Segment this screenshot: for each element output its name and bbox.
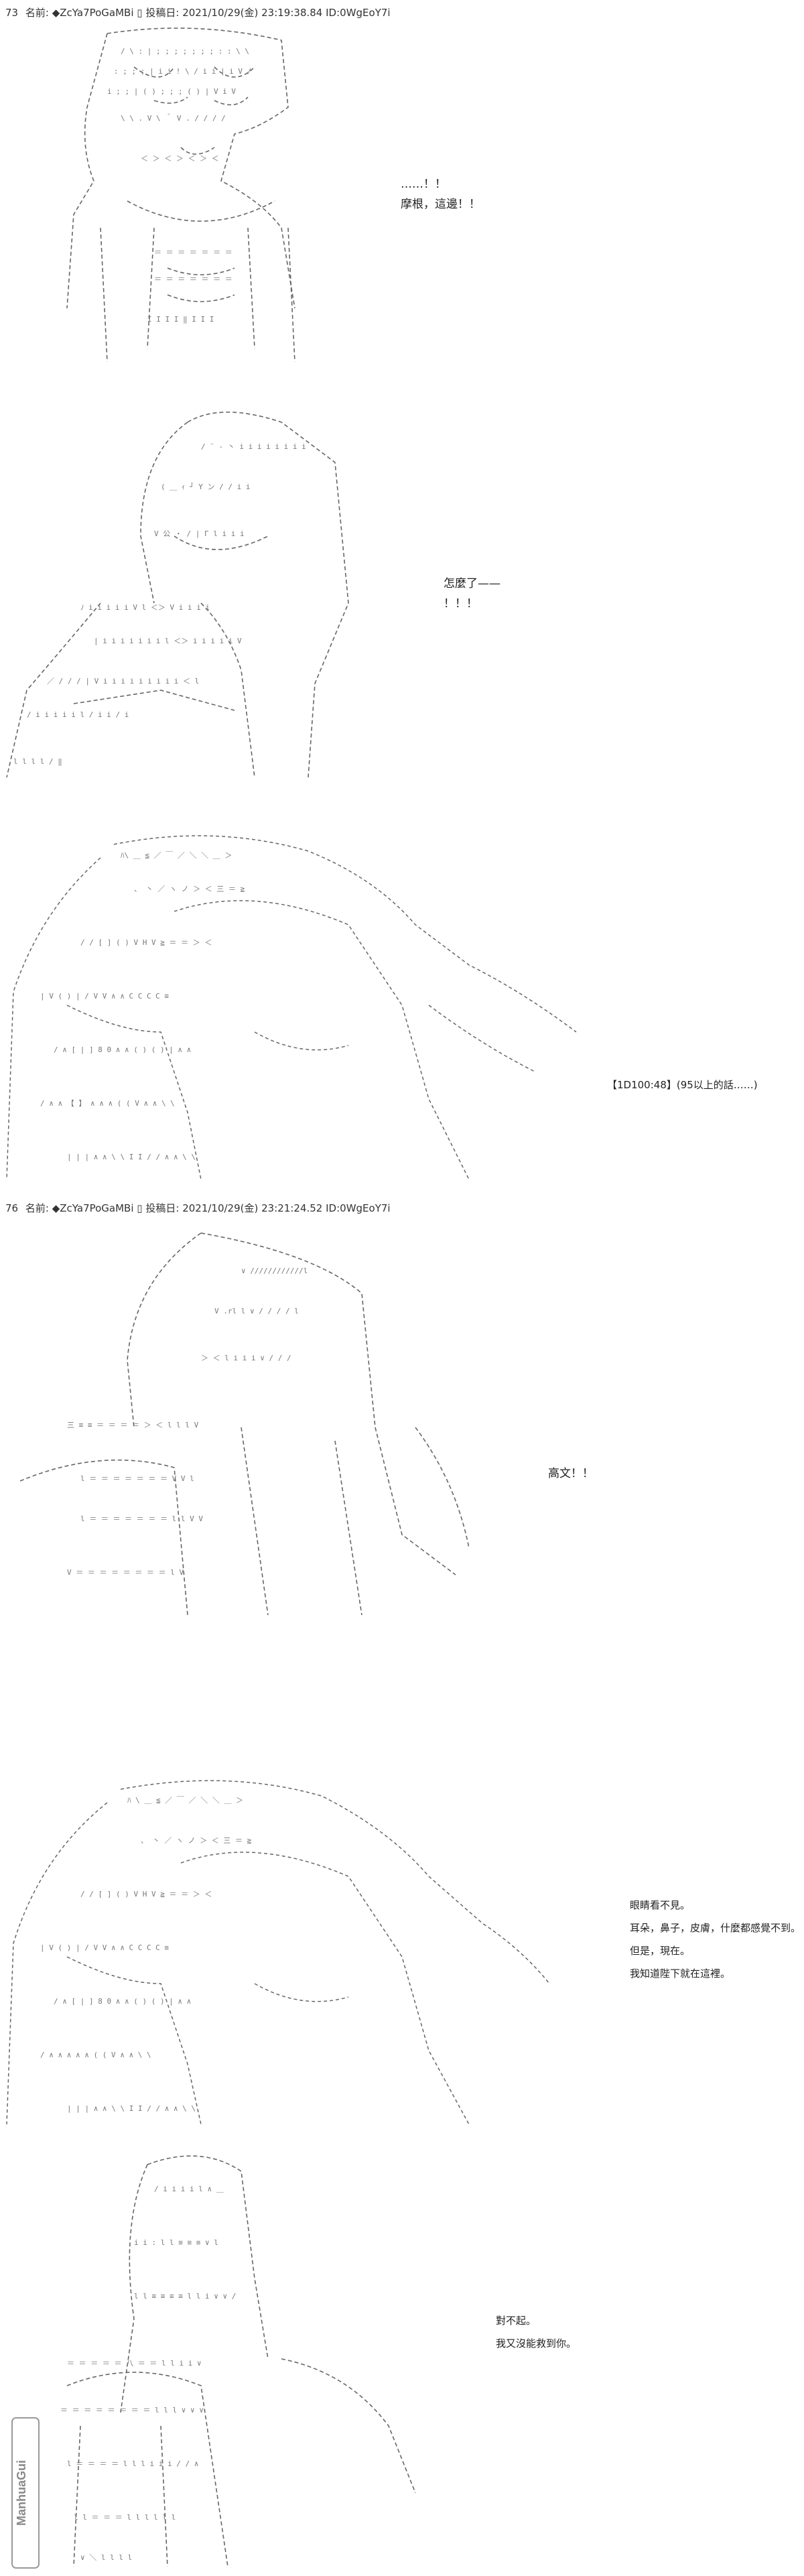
svg-text:∨ ＼ l l l l: ∨ ＼ l l l l bbox=[80, 2553, 132, 2562]
post-header-76: 76 名前: ◆ZcYa7PoGaMBi ▯ 投稿日: 2021/10/29(金… bbox=[5, 1201, 391, 1215]
svg-text:( ＿ ｨ ┘ Y ン / / i i: ( ＿ ｨ ┘ Y ン / / i i bbox=[161, 482, 250, 491]
svg-text:l ＝ ＝ ＝ ＝ l l l i i i / / ∧: l ＝ ＝ ＝ ＝ l l l i i i / / ∧ bbox=[67, 2459, 198, 2468]
svg-text:/ i i i i l ∧ ＿: / i i i i l ∧ ＿ bbox=[154, 2185, 224, 2193]
svg-text:| i i i i i i i l ＜＞ i i i i i: | i i i i i i i l ＜＞ i i i i i V bbox=[94, 637, 242, 645]
dialog-line: 我又沒能救到你。 bbox=[496, 2337, 577, 2349]
ascii-art-panel-1: / \ : | ; ; ; ; ; ; ; : : \ \ : ; ; ; | … bbox=[60, 27, 342, 375]
svg-text:V 公 ・ / | Γ l i i i: V 公 ・ / | Γ l i i i bbox=[154, 529, 245, 538]
dialog-panel-3: 【1D100:48】(95以上的話……) bbox=[607, 1075, 758, 1095]
date-label: 投稿日: bbox=[145, 7, 180, 19]
ascii-art-figure-3: ﾊ\ ＿ ≦ ／ ￣ ／ ＼ ＼ ＿ ＞ 、 丶 ／ ヽ ノ ＞ ＜ 三 ＝ ≧… bbox=[6, 835, 577, 1180]
dialog-line: 【1D100:48】(95以上的話……) bbox=[607, 1079, 758, 1091]
dialog-line: 耳朵，鼻子，皮膚，什麼都感覺不到。 bbox=[630, 1922, 801, 1934]
trip-code: ◆ZcYa7PoGaMBi bbox=[52, 1202, 134, 1214]
svg-text:l l ≡ ≡ ≡ ≡ l l i ∨ ∨ /: l l ≡ ≡ ≡ ≡ l l i ∨ ∨ / bbox=[134, 2292, 236, 2301]
svg-text:/ ∧ [ | ] 8 0 ∧ ∧ ( ) ( ) | ∧: / ∧ [ | ] 8 0 ∧ ∧ ( ) ( ) | ∧ ∧ bbox=[54, 1045, 191, 1054]
dialog-line: 高文！！ bbox=[548, 1467, 594, 1480]
svg-text:ﾉ i i i i i V l ＜＞ V i i i i: ﾉ i i i i i V l ＜＞ V i i i i bbox=[80, 603, 210, 612]
svg-text:\ \ . V \ ＾ V . / / / /: \ \ . V \ ＾ V . / / / / bbox=[121, 113, 226, 123]
svg-text:| V ( ) | / V V ∧ ∧ C C C C ≡: | V ( ) | / V V ∧ ∧ C C C C ≡ bbox=[40, 992, 169, 1001]
svg-text:ManhuaGui: ManhuaGui bbox=[15, 2460, 28, 2526]
svg-text:I I I I ‖ I I I: I I I I ‖ I I I bbox=[147, 315, 214, 324]
post-number: 76 bbox=[5, 1202, 19, 1214]
svg-text:＝ ＝ ＝ ＝ ＝ ＝ ＝: ＝ ＝ ＝ ＝ ＝ ＝ ＝ bbox=[154, 275, 232, 283]
svg-text:l l ＝ ＝ ＝ l l l l l l: l l ＝ ＝ ＝ l l l l l l bbox=[74, 2513, 176, 2522]
ascii-art-figure-4: ∨ ////////////l V .rl l ∨ / / / / l ＞ ＜ … bbox=[19, 1232, 470, 1616]
ascii-art-panel-5: ﾊ \ ＿ ≦ ／ ￣ ／ ＼ ＼ ＿ ＞ 、 丶 ／ ヽ ノ ＞ ＜ 三 ＝ … bbox=[0, 1776, 563, 2131]
svg-text:V ＝ ＝ ＝ ＝ ＝ ＝ ＝ ＝ l V: V ＝ ＝ ＝ ＝ ＝ ＝ ＝ ＝ l V bbox=[67, 1568, 184, 1577]
ascii-art-panel-2: / ¨ ‐ 丶 i i i i i i i i ( ＿ ｨ ┘ Y ン / / … bbox=[0, 402, 375, 784]
dialog-line: 但是，現在。 bbox=[630, 1945, 691, 1957]
svg-text:| | | ∧ ∧ \ \ I I / / ∧ ∧ \ \: | | | ∧ ∧ \ \ I I / / ∧ ∧ \ \ bbox=[67, 2104, 196, 2113]
svg-text:/ i i i i i l / i i / i: / i i i i i l / i i / i bbox=[27, 710, 129, 719]
svg-text:＜ ＞ ＜ ＞ ＜ ＞ ＜: ＜ ＞ ＜ ＞ ＜ ＞ ＜ bbox=[141, 154, 219, 163]
svg-text:l ＝ ＝ ＝ ＝ ＝ ＝ ＝ l l V V: l ＝ ＝ ＝ ＝ ＝ ＝ ＝ l l V V bbox=[80, 1515, 203, 1523]
svg-text:、 丶 ／ ヽ ノ ＞ ＜ 三 ＝ ≧: 、 丶 ／ ヽ ノ ＞ ＜ 三 ＝ ≧ bbox=[134, 885, 245, 893]
svg-text:/ ∧ ∧ ∧ ∧ ∧ ( ( V ∧ ∧ \ \: / ∧ ∧ ∧ ∧ ∧ ( ( V ∧ ∧ \ \ bbox=[40, 2051, 151, 2059]
svg-text:V .rl l ∨ / / / / l: V .rl l ∨ / / / / l bbox=[214, 1307, 299, 1315]
post-date: 2021/10/29(金) 23:21:24.52 bbox=[182, 1202, 323, 1214]
svg-text:/ / [ ] ( ) V H V ≧ ＝ ＝ ＞ ＜: / / [ ] ( ) V H V ≧ ＝ ＝ ＞ ＜ bbox=[80, 1890, 212, 1898]
svg-text:l l l l / ‖: l l l l / ‖ bbox=[13, 757, 62, 766]
svg-text:三 ≡ ≡ ＝ ＝ ＝ ＝ ＞ ＜ l l l V: 三 ≡ ≡ ＝ ＝ ＝ ＝ ＞ ＜ l l l V bbox=[67, 1421, 199, 1429]
svg-text:| V ( ) | / V V ∧ ∧ C C C C ≡: | V ( ) | / V V ∧ ∧ C C C C ≡ bbox=[40, 1943, 169, 1952]
trip-code: ◆ZcYa7PoGaMBi bbox=[52, 7, 134, 19]
svg-text:／ / / / | V i i i i i i i i i: ／ / / / | V i i i i i i i i i ＜ l bbox=[47, 677, 199, 686]
checkbox-icon: ▯ bbox=[137, 7, 143, 19]
dialog-line: 眼睛看不見。 bbox=[630, 1899, 691, 1911]
dialog-line: ！！！ bbox=[444, 597, 478, 610]
svg-text:、 丶 ／ ヽ ノ ＞ ＜ 三 ＝ ≧: 、 丶 ／ ヽ ノ ＞ ＜ 三 ＝ ≧ bbox=[141, 1836, 252, 1845]
dialog-line: 我知道陛下就在這裡。 bbox=[630, 1968, 731, 1980]
post-date: 2021/10/29(金) 23:19:38.84 bbox=[182, 7, 323, 19]
svg-text:＞ ＜ l i i i ∨ / / /: ＞ ＜ l i i i ∨ / / / bbox=[201, 1354, 291, 1362]
dialog-line: 摩根，這邊！！ bbox=[401, 198, 480, 211]
svg-text:＝ ＝ ＝ ＝ ＝ ＝ ＝: ＝ ＝ ＝ ＝ ＝ ＝ ＝ bbox=[154, 248, 232, 257]
ascii-art-figure-6: / i i i i l ∧ ＿ i i : l l ≡ ≡ ≡ ∨ l l l … bbox=[60, 2155, 416, 2567]
svg-text:/ ∧ [ | ] 8 0 ∧ ∧ ( ) ( ) | ∧: / ∧ [ | ] 8 0 ∧ ∧ ( ) ( ) | ∧ ∧ bbox=[54, 1997, 191, 2006]
svg-text:＝ ＝ ＝ ＝ ＝ ＝ ＝ ＝ l l l ∨ ∨ ∨: ＝ ＝ ＝ ＝ ＝ ＝ ＝ ＝ l l l ∨ ∨ ∨ bbox=[60, 2406, 204, 2414]
svg-text:i i : l l ≡ ≡ ≡ ∨ l: i i : l l ≡ ≡ ≡ ∨ l bbox=[134, 2238, 218, 2247]
dialog-panel-4: 高文！！ bbox=[548, 1464, 594, 1484]
ascii-art-panel-3: ﾊ\ ＿ ≦ ／ ￣ ／ ＼ ＼ ＿ ＞ 、 丶 ／ ヽ ノ ＞ ＜ 三 ＝ ≧… bbox=[0, 831, 590, 1193]
svg-text:∨ ////////////l: ∨ ////////////l bbox=[241, 1267, 308, 1275]
ascii-art-figure-1: / \ : | ; ; ; ; ; ; ; : : \ \ : ; ; ; | … bbox=[66, 27, 295, 363]
ascii-art-panel-4: ∨ ////////////l V .rl l ∨ / / / / l ＞ ＜ … bbox=[0, 1226, 482, 1622]
svg-text:/ ∧ ∧ 【 】 ∧ ∧ ∧ ( ( V ∧ ∧ \ \: / ∧ ∧ 【 】 ∧ ∧ ∧ ( ( V ∧ ∧ \ \ bbox=[40, 1099, 175, 1108]
watermark-logo: ManhuaGui bbox=[7, 2412, 44, 2573]
ascii-art-panel-6: / i i i i l ∧ ＿ i i : l l ≡ ≡ ≡ ∨ l l l … bbox=[0, 2144, 482, 2573]
dialog-panel-1: ……！！ 摩根，這邊！！ bbox=[401, 174, 480, 214]
post-number: 73 bbox=[5, 7, 19, 19]
watermark-logo-icon: ManhuaGui bbox=[11, 2417, 40, 2569]
ascii-art-figure-5: ﾊ \ ＿ ≦ ／ ￣ ／ ＼ ＼ ＿ ＞ 、 丶 ／ ヽ ノ ＞ ＜ 三 ＝ … bbox=[6, 1780, 550, 2125]
svg-text:ﾊ \ ＿ ≦ ／ ￣ ／ ＼ ＼ ＿ ＞: ﾊ \ ＿ ≦ ／ ￣ ／ ＼ ＼ ＿ ＞ bbox=[127, 1795, 243, 1805]
svg-text:/ / [ ] ( ) V H V ≧ ＝ ＝ ＞ ＜: / / [ ] ( ) V H V ≧ ＝ ＝ ＞ ＜ bbox=[80, 938, 212, 947]
post-id: ID:0WgEoY7i bbox=[326, 7, 391, 19]
dialog-panel-2: 怎麼了—— ！！！ bbox=[444, 574, 500, 614]
post-header-73: 73 名前: ◆ZcYa7PoGaMBi ▯ 投稿日: 2021/10/29(金… bbox=[5, 5, 391, 19]
dialog-panel-5: 眼睛看不見。 耳朵，鼻子，皮膚，什麼都感覺不到。 但是，現在。 我知道陛下就在這… bbox=[630, 1894, 801, 1985]
svg-text:| | | ∧ ∧ \ \ I I / / ∧ ∧ \ \: | | | ∧ ∧ \ \ I I / / ∧ ∧ \ \ bbox=[67, 1153, 196, 1161]
ascii-art-figure-2: / ¨ ‐ 丶 i i i i i i i i ( ＿ ｨ ┘ Y ン / / … bbox=[6, 411, 349, 778]
svg-text:l ＝ ＝ ＝ ＝ ＝ ＝ ＝ V V l: l ＝ ＝ ＝ ＝ ＝ ＝ ＝ V V l bbox=[80, 1474, 194, 1483]
post-id: ID:0WgEoY7i bbox=[326, 1202, 391, 1214]
dialog-line: ……！！ bbox=[401, 178, 446, 191]
svg-text:/ \ : | ; ; ; ; ; ; ; : : \ \: / \ : | ; ; ; ; ; ; ; : : \ \ bbox=[121, 47, 249, 56]
svg-text:ﾊ\ ＿ ≦ ／ ￣ ／ ＼ ＼ ＿ ＞: ﾊ\ ＿ ≦ ／ ￣ ／ ＼ ＼ ＿ ＞ bbox=[121, 850, 232, 860]
name-label: 名前: bbox=[25, 7, 49, 19]
dialog-line: 怎麼了—— bbox=[444, 577, 500, 590]
svg-text:/ ¨ ‐ 丶 i i i i i i i i: / ¨ ‐ 丶 i i i i i i i i bbox=[201, 442, 306, 451]
svg-text:i ; ; | ( ) ; ; ; ( ) | V i V: i ; ; | ( ) ; ; ; ( ) | V i V bbox=[107, 87, 236, 96]
dialog-line: 對不起。 bbox=[496, 2315, 537, 2327]
date-label: 投稿日: bbox=[145, 1202, 180, 1214]
dialog-panel-6: 對不起。 我又沒能救到你。 bbox=[496, 2309, 576, 2355]
svg-text:: ; ; ; | i i ! \ / i i | i V: : ; ; ; | i i ! \ / i i | i V / bbox=[114, 67, 251, 76]
name-label: 名前: bbox=[25, 1202, 49, 1214]
svg-text:＝ ＝ ＝ ＝ ＝ 八 ＝ ＝ l l i i ∨: ＝ ＝ ＝ ＝ ＝ 八 ＝ ＝ l l i i ∨ bbox=[67, 2359, 202, 2368]
checkbox-icon: ▯ bbox=[137, 1202, 143, 1214]
